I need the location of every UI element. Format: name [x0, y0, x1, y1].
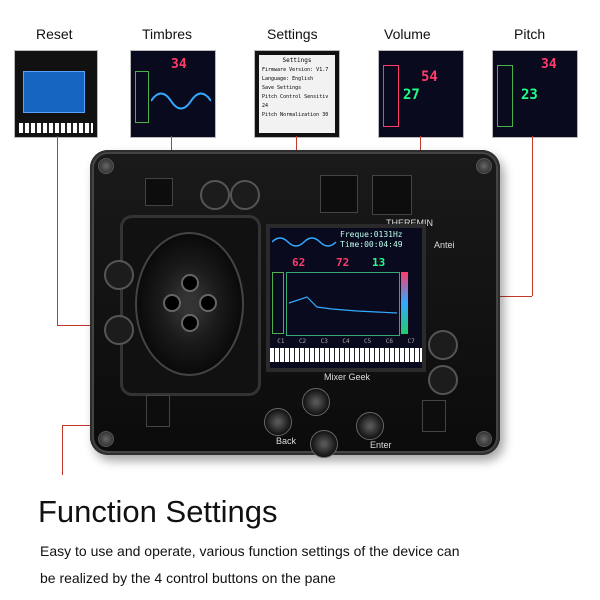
thumb-pitch: 34 23: [492, 50, 578, 138]
capacitor: [428, 365, 458, 395]
callout-line: [62, 425, 98, 426]
back-button[interactable]: [264, 408, 292, 436]
label-timbres: Timbres: [142, 26, 193, 42]
antenna-label: Antei: [434, 240, 455, 250]
screw: [476, 431, 492, 447]
thumb-timbres: 34: [130, 50, 216, 138]
thumb-reset: [14, 50, 98, 138]
enter-label: Enter: [370, 440, 392, 450]
time-readout: Time:00:04:49: [340, 240, 403, 249]
octave-label: C2: [298, 338, 307, 345]
icon-column: [497, 65, 513, 127]
screw: [98, 431, 114, 447]
settings-line: Pitch Normalization 30: [262, 112, 329, 118]
label-volume: Volume: [384, 26, 431, 42]
callout-line: [57, 136, 58, 326]
waveform-preview: [272, 237, 337, 247]
label-settings: Settings: [267, 26, 318, 42]
jack: [422, 400, 446, 432]
octave-label: C4: [342, 338, 350, 345]
board-name: Mixer Geek: [324, 372, 371, 382]
speaker-hole: [163, 294, 181, 312]
label-pitch: Pitch: [514, 26, 546, 42]
description-line: Easy to use and operate, various functio…: [40, 543, 460, 559]
keyboard-strip: [19, 123, 93, 133]
keyboard-strip: [270, 348, 422, 362]
jack: [146, 395, 170, 427]
settings-line: Firmware Version: V1.7: [262, 67, 329, 73]
frequency-readout: Freque:0131Hz: [340, 230, 403, 239]
brand-label: THEREMIN: [386, 218, 433, 228]
speaker-hole: [181, 314, 199, 332]
knob-bottom[interactable]: [310, 430, 338, 458]
settings-title: Settings: [282, 57, 312, 64]
value-2: 72: [336, 256, 350, 269]
thumb-settings: Settings Firmware Version: V1.7 Language…: [254, 50, 340, 138]
pitch-number: 34: [541, 57, 557, 72]
lcd-screen: Freque:0131Hz Time:00:04:49 62 72 13 C1 …: [266, 224, 426, 372]
label-reset: Reset: [36, 26, 73, 42]
octave-labels: C1 C2 C3 C4 C5 C6 C7: [270, 338, 422, 346]
ic-chip: [320, 175, 358, 213]
knob-top[interactable]: [302, 388, 330, 416]
callout-line: [62, 425, 63, 475]
graph-area: [286, 272, 400, 336]
capacitor: [104, 315, 134, 345]
icon-column: [135, 71, 149, 123]
speaker-hole: [181, 274, 199, 292]
theremin-device: THEREMIN Antei Freque:0131Hz Time:00:04:…: [90, 150, 500, 458]
enter-button[interactable]: [356, 412, 384, 440]
callout-line: [532, 136, 533, 296]
settings-line: Language: English: [262, 76, 314, 82]
ic-chip: [372, 175, 412, 215]
back-label: Back: [276, 436, 297, 446]
section-heading: Function Settings: [38, 494, 278, 529]
capacitor: [428, 330, 458, 360]
icon-column: [383, 65, 399, 127]
pitch-number-2: 23: [521, 87, 538, 103]
capacitor: [104, 260, 134, 290]
speaker-hole: [199, 294, 217, 312]
settings-line: Pitch Control Sensitiv 24: [262, 94, 329, 109]
timbres-number: 34: [171, 57, 187, 72]
pitch-graph: [288, 296, 398, 314]
settings-line: Save Settings: [262, 85, 302, 91]
description-line: be realized by the 4 control buttons on …: [40, 570, 336, 586]
speaker: [120, 215, 261, 396]
octave-label: C3: [320, 338, 328, 345]
value-1: 62: [292, 256, 306, 269]
capacitor: [200, 180, 230, 210]
volume-number: 54: [421, 69, 438, 85]
octave-label: C7: [407, 338, 415, 345]
octave-label: C5: [364, 338, 372, 345]
level-meter: [401, 272, 408, 334]
octave-label: C6: [385, 338, 393, 345]
icon-column: [272, 272, 284, 334]
value-3: 13: [372, 256, 386, 269]
screw: [98, 158, 114, 174]
inductor: [145, 178, 173, 206]
thumb-volume: 54 27: [378, 50, 464, 138]
screw: [476, 158, 492, 174]
octave-label: C1: [277, 338, 285, 345]
waveform-icon: [151, 92, 211, 110]
volume-number-2: 27: [403, 87, 420, 103]
capacitor: [230, 180, 260, 210]
reset-dialog: [23, 71, 85, 113]
